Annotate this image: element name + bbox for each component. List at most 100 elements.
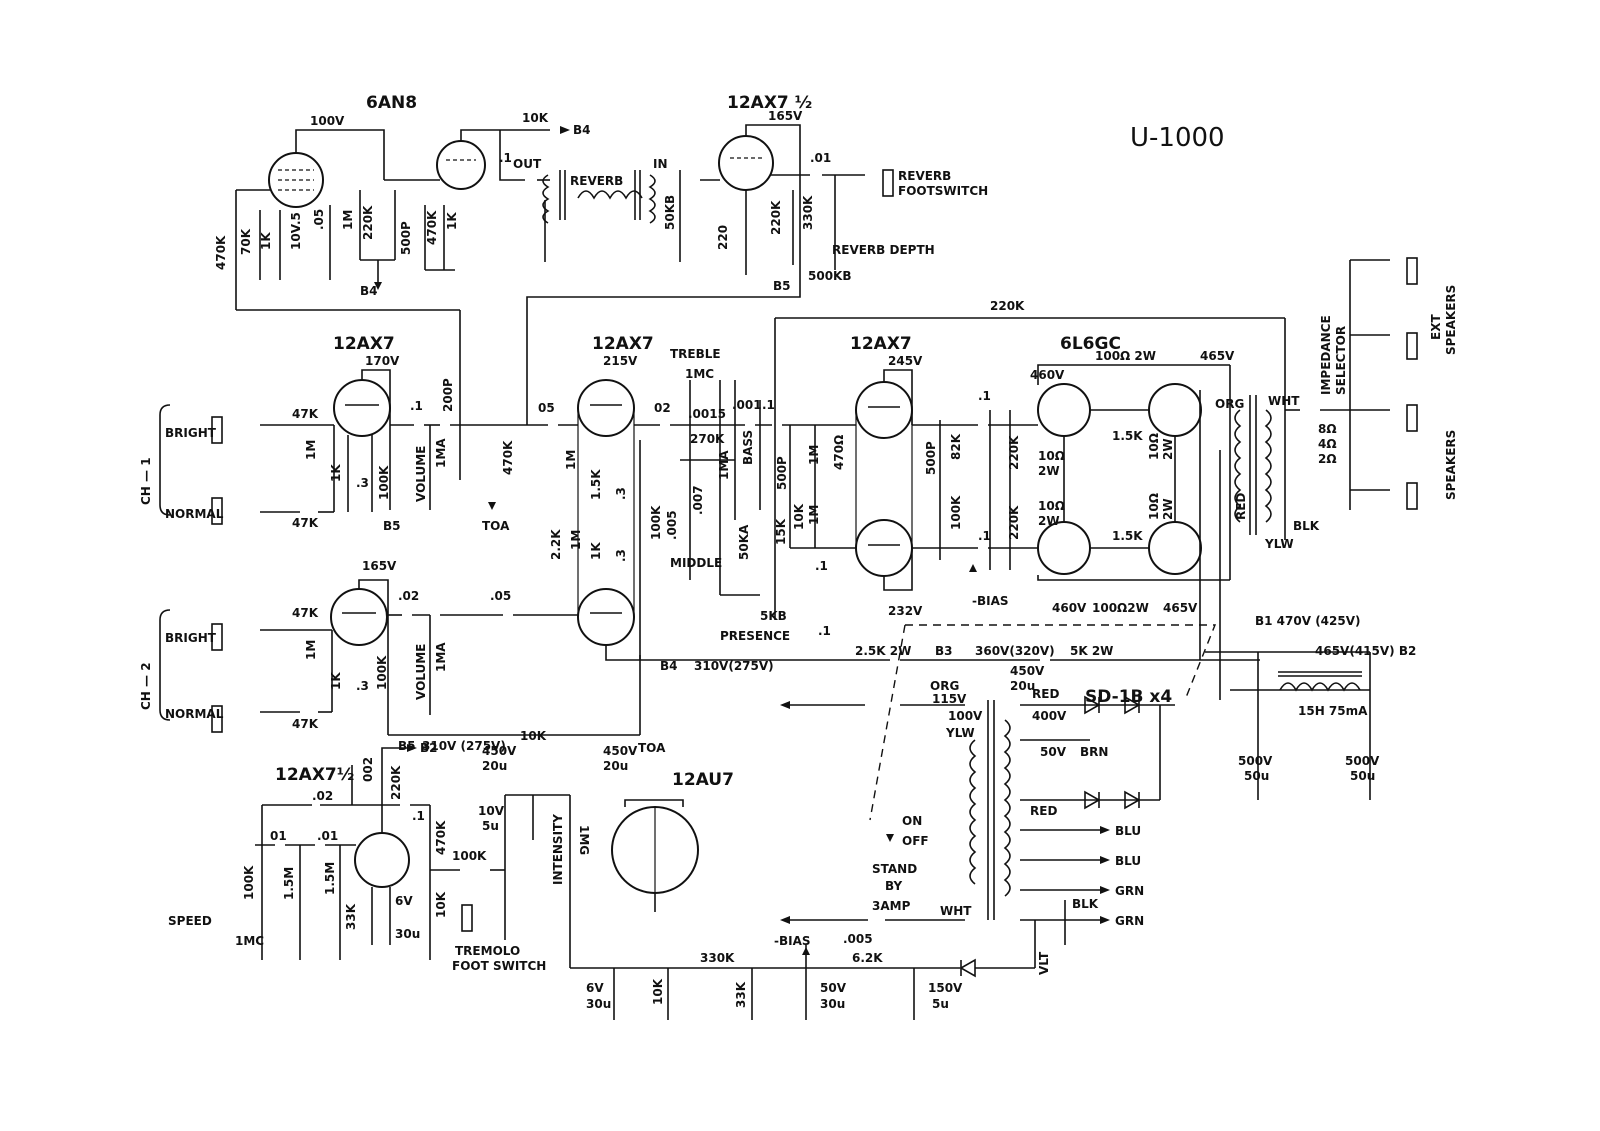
label: 500V [1345, 754, 1380, 768]
label: 01 [270, 829, 287, 843]
label: .05 [490, 589, 511, 603]
label: 3AMP [872, 899, 911, 913]
label: 115V [932, 692, 967, 706]
label: REVERB [570, 174, 623, 188]
label: 450V [482, 744, 517, 758]
label: 245V [888, 354, 923, 368]
label: .1 [762, 398, 775, 412]
label: 6V [395, 894, 413, 908]
label: 215V [603, 354, 638, 368]
label: ORG [1215, 397, 1244, 411]
label: NORMAL [165, 707, 224, 721]
label: 33K [344, 903, 358, 930]
label: 50V [1040, 745, 1067, 759]
label: 1K [259, 232, 273, 250]
label: 150V [928, 981, 963, 995]
label: BRIGHT [165, 426, 217, 440]
label: WHT [1268, 394, 1300, 408]
label: 1MC [685, 367, 714, 381]
label: 1.5K [589, 469, 603, 500]
label: 270K [690, 432, 725, 446]
tube-12ax7-reverb-recovery [718, 135, 774, 191]
label: 220 [716, 225, 730, 250]
tube-6an8-driver [268, 140, 486, 208]
label: 165V [362, 559, 397, 573]
label: 1.5M [282, 867, 296, 900]
choke-15h [1278, 671, 1362, 692]
tube-label-12ax7-pi: 12AX7 [850, 334, 912, 354]
label: 500P [924, 441, 938, 475]
label: BRIGHT [165, 631, 217, 645]
label: IN [653, 157, 668, 171]
label: .3 [614, 549, 628, 562]
label: 470K [434, 820, 448, 855]
label: REVERB DEPTH [832, 243, 935, 257]
label: .1 [410, 399, 423, 413]
label: .02 [312, 789, 333, 803]
label: 2Ω [1318, 452, 1337, 466]
label: 20u [603, 759, 628, 773]
label: B5 [398, 739, 416, 753]
label: -BIAS [774, 934, 811, 948]
channel-label-ch2: CH — 2 [139, 662, 153, 710]
label: SPEAKERS [1444, 285, 1458, 355]
switch-linkage [905, 624, 1217, 701]
label: 4Ω [1318, 437, 1337, 451]
label: 33K [734, 981, 748, 1008]
label: EXT [1429, 314, 1443, 340]
label: 50KA [737, 524, 751, 560]
label: 02 [654, 401, 671, 415]
label: 2W [1038, 464, 1060, 478]
label: .0015 [688, 407, 726, 421]
rectifier-label: SD-1B x4 [1085, 687, 1172, 707]
label: WHT [940, 904, 972, 918]
wiring [235, 124, 1390, 1020]
label: .007 [691, 485, 705, 515]
label: 47K [292, 407, 319, 421]
label: B5 [383, 519, 401, 533]
tube-12au7-tremolo-mod [611, 806, 699, 894]
label: 1K [329, 672, 343, 690]
label: 1K [445, 212, 459, 230]
label: .1 [499, 151, 512, 165]
label: 465V(415V) B2 [1315, 644, 1416, 658]
label: 450V [603, 744, 638, 758]
label: SPEED [168, 914, 212, 928]
label: 330K [700, 951, 735, 965]
label: BY [885, 879, 902, 893]
label: 30u [395, 927, 420, 941]
label: 15K [774, 518, 788, 545]
label: .1 [412, 809, 425, 823]
label: 1MA [717, 450, 731, 480]
label: 310V (275V) [422, 739, 506, 753]
label: BRN [1080, 745, 1108, 759]
label: 1K [589, 542, 603, 560]
label: RED [1032, 687, 1059, 701]
label: SPEAKERS [1444, 430, 1458, 500]
label: GRN [1115, 884, 1144, 898]
label: 220K [361, 205, 375, 240]
label: B4 [360, 284, 378, 298]
label: IMPEDANCE [1319, 315, 1333, 395]
tube-12ax7-phase-inverter [855, 381, 913, 577]
label: 10K [792, 503, 806, 530]
label: 47K [292, 717, 319, 731]
label: 1MA [434, 438, 448, 468]
label: -BIAS [972, 594, 1009, 608]
label: 100K [375, 655, 389, 690]
label: B2 [420, 741, 438, 755]
label: 50u [1244, 769, 1269, 783]
label: 1MA [434, 642, 448, 672]
label: TREMOLO [455, 944, 520, 958]
label: 220K [389, 765, 403, 800]
label: 20u [1010, 679, 1035, 693]
label: 1.5K [1112, 529, 1143, 543]
label: 47K [292, 606, 319, 620]
label: 10V [289, 223, 303, 250]
label: 470Ω [832, 435, 846, 470]
label: TOA [482, 519, 510, 533]
label: FOOTSWITCH [898, 184, 988, 198]
label: FOOT SWITCH [452, 959, 546, 973]
label: 2W [1038, 514, 1060, 528]
label: 5u [482, 819, 499, 833]
